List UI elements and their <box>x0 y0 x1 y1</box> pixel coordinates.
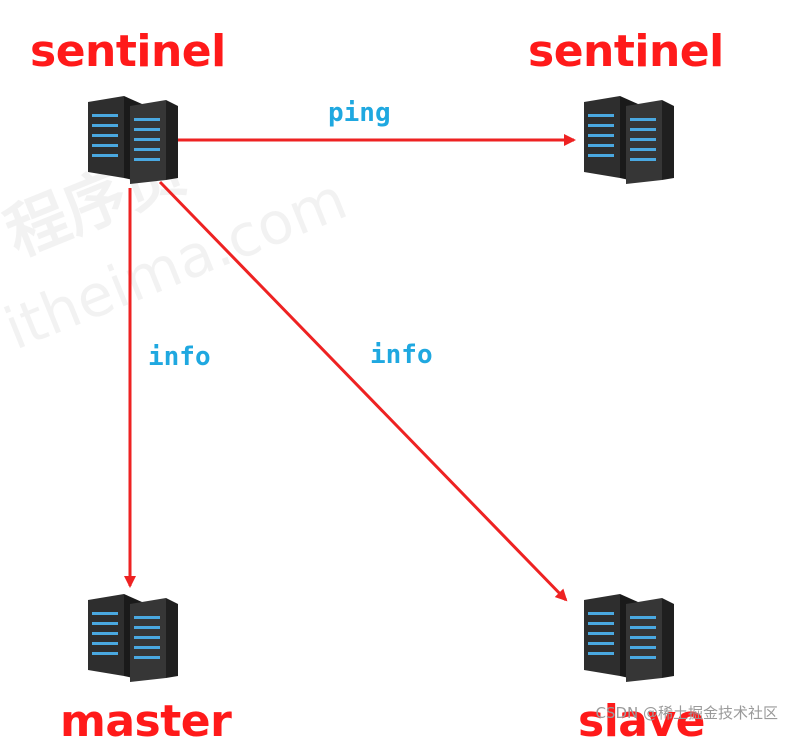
credit-text: CSDN @稀土掘金技术社区 <box>595 704 778 722</box>
sentinel-label-1: sentinel <box>30 26 226 77</box>
info-label-master: info <box>148 342 211 372</box>
server-icon <box>88 96 178 184</box>
edge-info-slave <box>158 180 568 602</box>
server-icon <box>584 594 674 682</box>
server-icon <box>88 594 178 682</box>
sentinel-label-2: sentinel <box>528 26 724 77</box>
server-icon <box>584 96 674 184</box>
info-label-slave: info <box>370 340 433 370</box>
ping-label: ping <box>328 98 391 128</box>
master-label: master <box>60 696 232 747</box>
edges <box>124 134 576 602</box>
diagram: 程序员 itheima.com sentinel sentinel master… <box>0 26 778 744</box>
